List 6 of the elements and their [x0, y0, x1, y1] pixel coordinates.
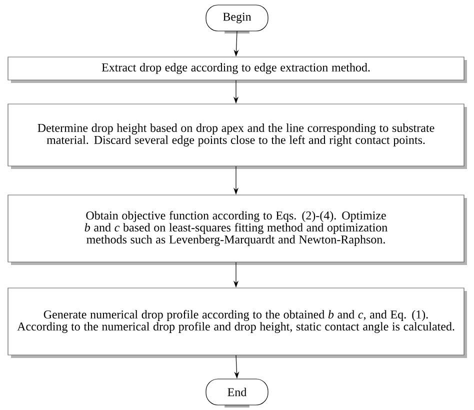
process-box: Generate numerical drop profile according to the obtained b and c, and Eq. (1). According to the numerical drop profile and drop height, static contact angle is calculated. [8, 288, 467, 358]
node-label: End [228, 388, 247, 396]
process-box: Extract drop edge according to edge extraction method. [8, 56, 467, 83]
process-box: Obtain objective function according to Eqs. (2)-(4). Optimize b and c based on least-squares fitting method and optimization methods such as Levenberg-Marquardt and Newton-Raphson. [8, 194, 467, 265]
process-box: Determine drop height based on drop apex and the line corresponding to substrate material. Discard several edge points close to the left and right contact points. [8, 104, 467, 169]
terminal-oval: End [206, 378, 268, 408]
